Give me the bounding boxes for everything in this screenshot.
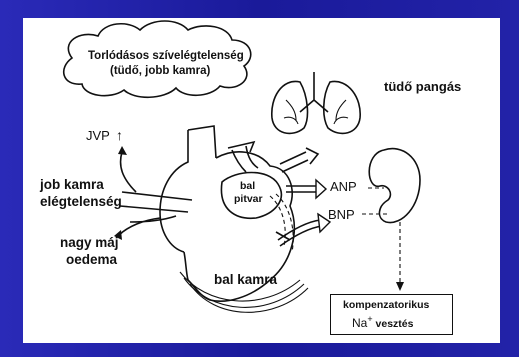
result-box-ion: Na <box>352 316 367 330</box>
right-ventricle-label-2: elégtelenség <box>40 194 122 210</box>
result-box-loss: vesztés <box>373 318 414 330</box>
result-arrowhead <box>396 282 404 291</box>
atrium-to-lung-arrow <box>280 148 318 172</box>
lung-congestion-label: tüdő pangás <box>384 80 461 95</box>
right-ventricle-label-1: job kamra <box>40 177 104 193</box>
bnp-label: BNP <box>328 208 355 223</box>
liver-label-2: oedema <box>66 252 117 268</box>
jvp-arrowhead <box>118 146 127 155</box>
result-box-line2: Na+ vesztés <box>352 314 413 331</box>
kidney-icon <box>369 149 420 223</box>
lung-to-atrium-arrow <box>232 150 246 172</box>
cloud-title-line1: Torlódásos szívelégtelenség <box>88 50 244 63</box>
jvp-arrow <box>121 152 136 192</box>
bnp-arrow <box>278 220 322 246</box>
jvp-up-icon: ↑ <box>116 127 123 143</box>
jvp-label: JVP <box>86 129 110 144</box>
result-box-line1: kompenzatorikus <box>343 299 429 311</box>
anp-arrowhead <box>316 180 326 198</box>
left-atrium-label-1: bal <box>240 180 255 192</box>
left-ventricle-label: bal kamra <box>214 272 277 288</box>
lungs-icon <box>272 72 360 133</box>
left-atrium-label-2: pitvar <box>234 193 263 205</box>
anp-arrow <box>286 186 318 192</box>
liver-label-1: nagy máj <box>60 235 119 251</box>
anp-label: ANP <box>330 180 357 195</box>
cloud-title-line2: (tüdő, jobb kamra) <box>110 65 210 78</box>
